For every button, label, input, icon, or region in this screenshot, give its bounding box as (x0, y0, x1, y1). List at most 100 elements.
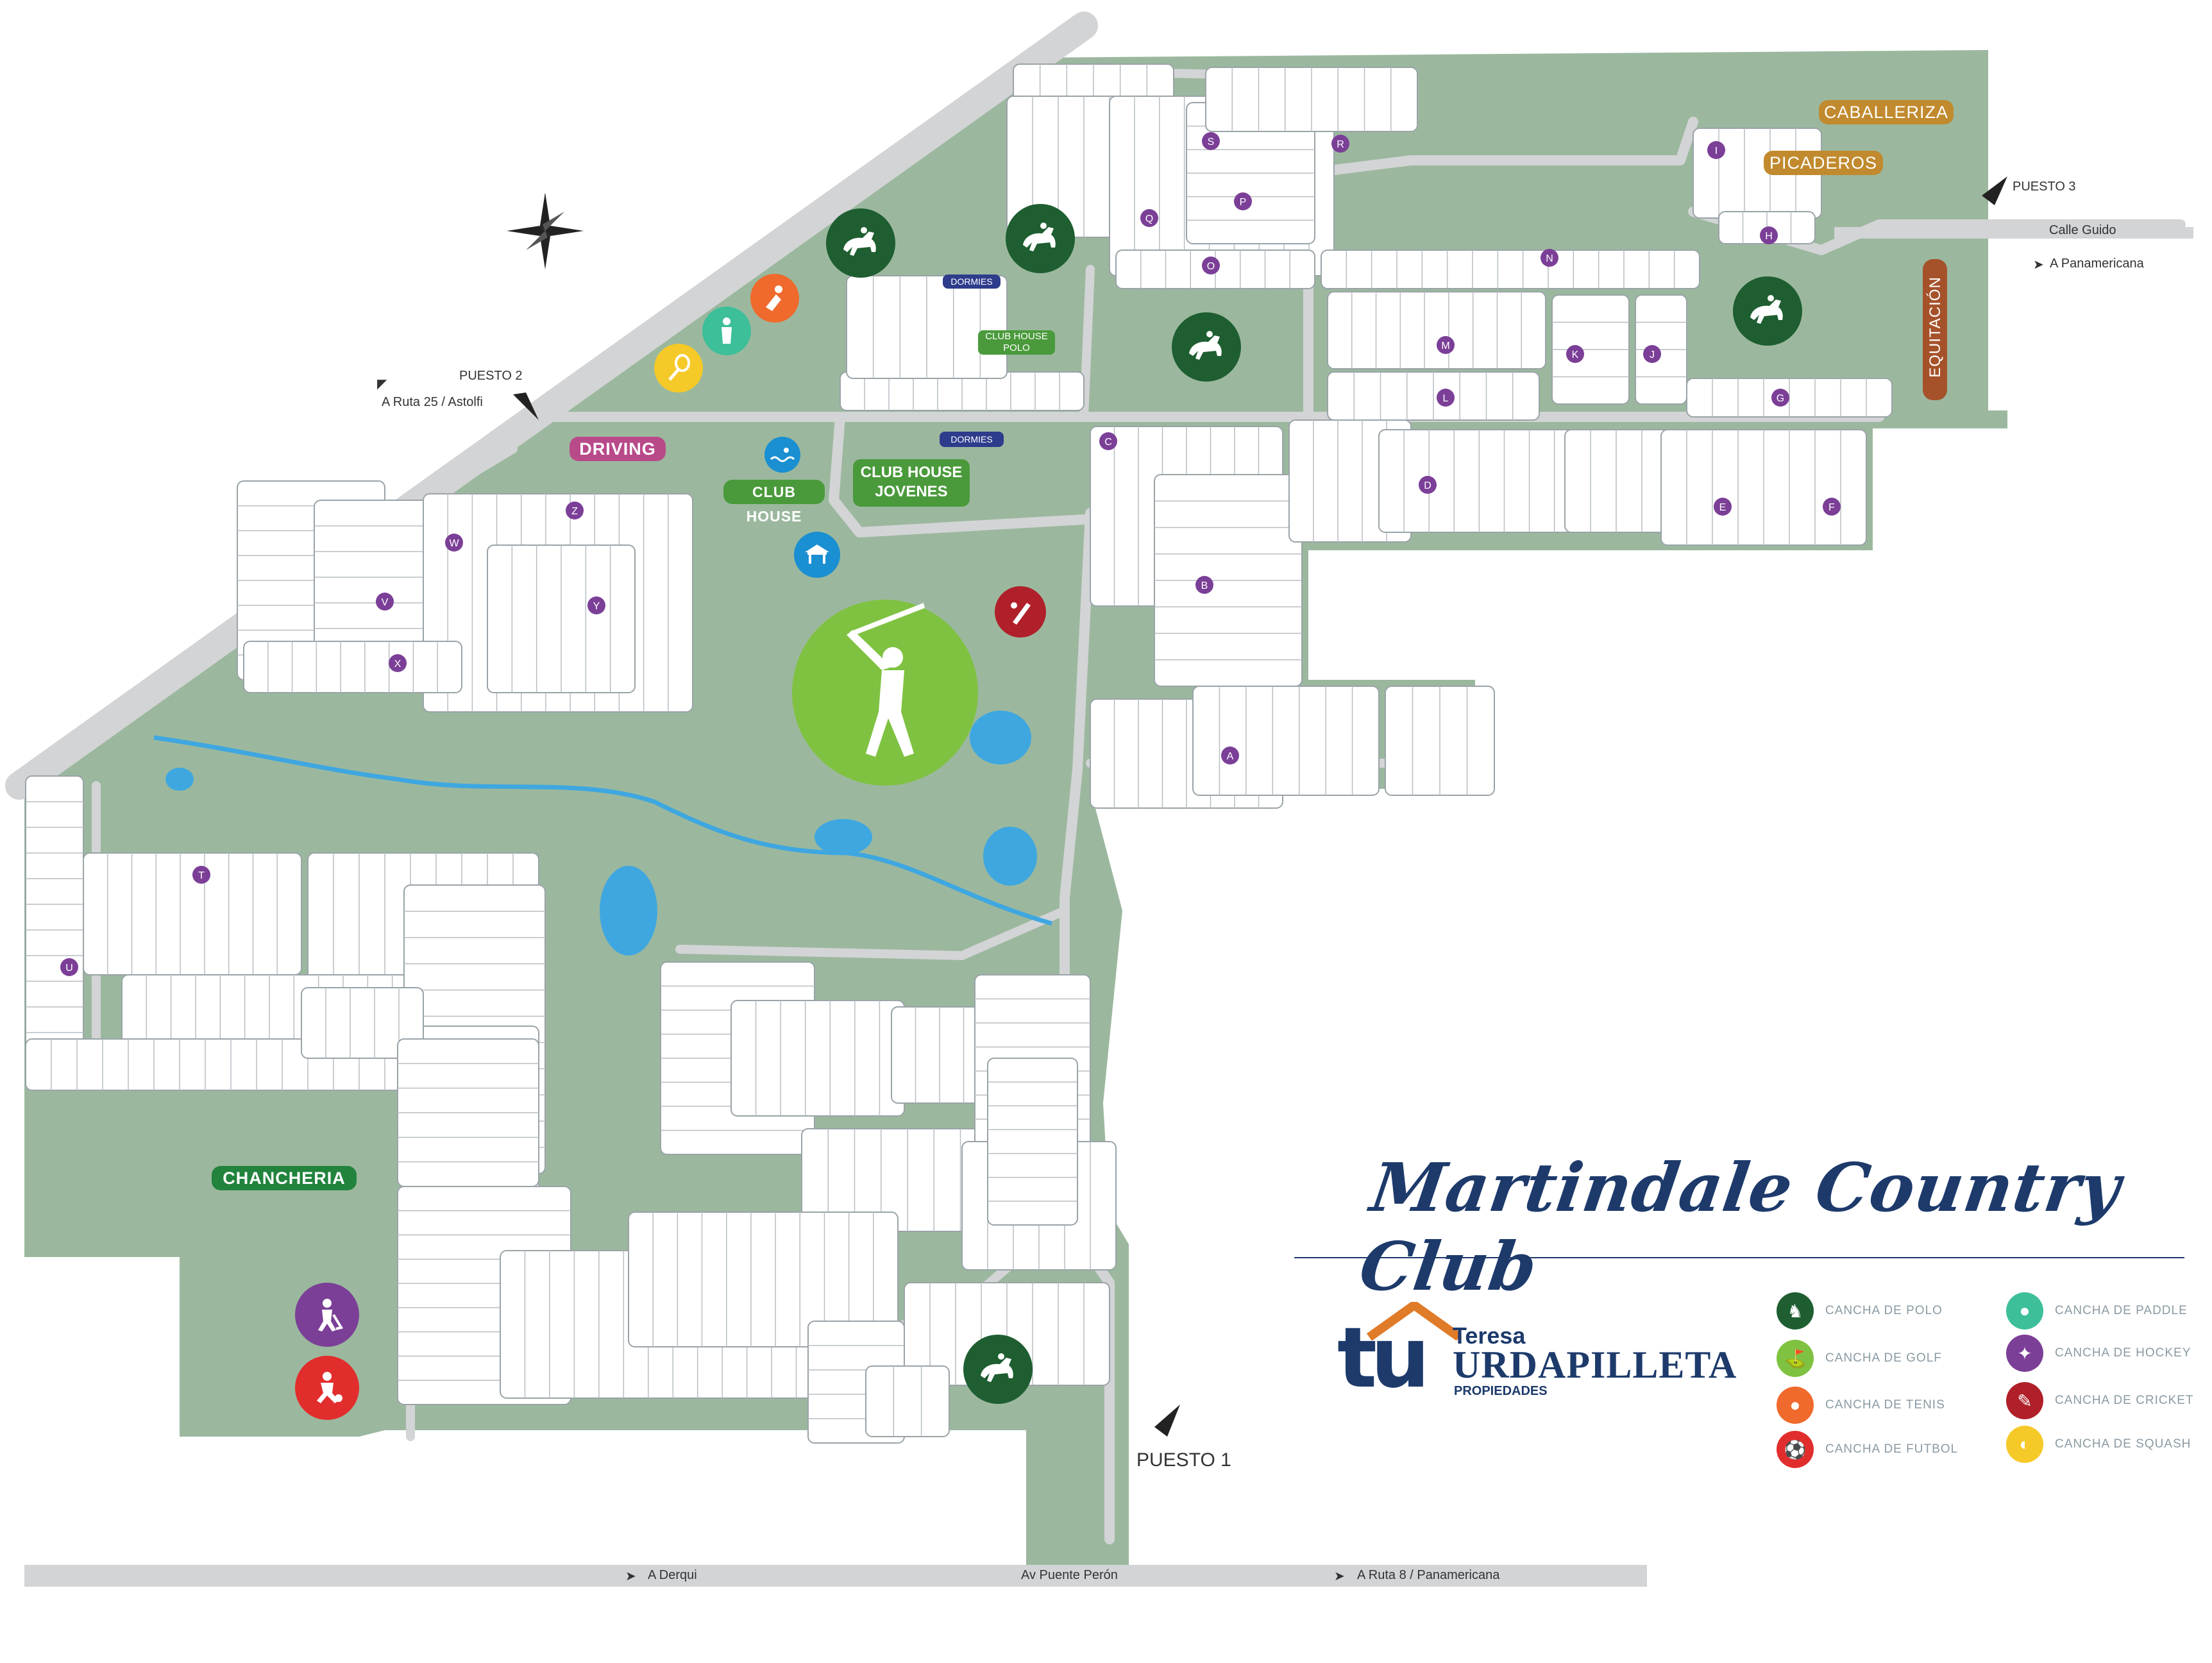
lot-block (730, 1000, 905, 1117)
ruta8-label: A Ruta 8 / Panamericana (1357, 1568, 1500, 1582)
sector-marker-dot (1714, 498, 1732, 516)
puesto3-label: PUESTO 3 (2013, 180, 2076, 194)
driving-range-label: DRIVING (570, 437, 666, 461)
sector-marker-dot (1760, 226, 1778, 244)
sector-marker-dot (1437, 389, 1455, 407)
sector-marker-label: U (65, 963, 73, 974)
sector-marker-label: Y (593, 601, 600, 612)
sector-marker-label: V (382, 597, 389, 608)
panamericana-label: A Panamericana (2050, 257, 2144, 271)
sector-marker-label: M (1441, 341, 1449, 351)
sector-marker-label: G (1777, 393, 1784, 404)
sector-marker-label: A (1227, 751, 1234, 762)
sector-marker-dot (445, 534, 463, 552)
polo-field-icon (1172, 312, 1241, 382)
water-bodies (153, 711, 1052, 956)
sector-marker-dot (1643, 345, 1661, 363)
lot-block (301, 987, 424, 1059)
brand-roof-icon (1366, 1302, 1459, 1340)
lot-block (865, 1365, 950, 1437)
club-house-jovenes-line2: JOVENES (875, 483, 948, 500)
sector-marker-label: P (1240, 197, 1247, 208)
club-title: Martindale Country Club (1355, 1148, 2126, 1306)
sector-marker-dot (1823, 498, 1841, 516)
puesto2-arrow-icon (513, 393, 539, 420)
polo-field-icon (963, 1335, 1033, 1404)
sector-marker-label: W (449, 538, 459, 549)
legend-item: ◐ CANCHA DE SQUASH (2006, 1425, 2191, 1464)
ruta25-arrow-icon: ◤ (377, 377, 387, 391)
legend-glyph: ◐ (2019, 1434, 2030, 1454)
golf-icon: ⛳ (1777, 1340, 1814, 1377)
panamericana-arrow-icon: ➤ (2033, 258, 2044, 272)
hockey-icon: ✦ (2006, 1335, 2043, 1372)
legend-item: ♞CANCHA DE POLO (1777, 1292, 1943, 1330)
brand-subtitle: PROPIEDADES (1454, 1384, 1548, 1398)
sector-marker-dot (389, 654, 407, 672)
club-house-polo-line2: POLO (1003, 342, 1030, 353)
legend-item: ⚽ CANCHA DE FUTBOL (1777, 1430, 1958, 1469)
legend-item: ✎ CANCHA DE CRICKET (2006, 1381, 2194, 1420)
ruta25-label: A Ruta 25 / Astolfi (382, 395, 483, 409)
legend-glyph: ⛳ (1784, 1348, 1807, 1369)
legend-glyph: ● (1789, 1395, 1801, 1415)
dormies-polo-label: DORMIES (943, 274, 1000, 289)
legend-label: CANCHA DE SQUASH (2055, 1437, 2191, 1451)
sector-marker-label: Z (571, 506, 578, 517)
polo-icon: ♞ (1777, 1292, 1814, 1330)
lot-block (25, 775, 84, 1059)
legend-label: CANCHA DE HOCKEY (2055, 1346, 2191, 1360)
puesto1-arrow-icon (1154, 1405, 1180, 1437)
derqui-arrow-icon: ➤ (625, 1569, 636, 1583)
club-house-label: CLUB HOUSE (723, 480, 825, 525)
brand-first-name: Teresa (1453, 1322, 1526, 1349)
legend-label: CANCHA DE TENIS (1825, 1398, 1945, 1412)
sector-marker-label: O (1207, 261, 1215, 272)
brand-mark: tu (1337, 1309, 1430, 1406)
swimming-pool-icon (764, 437, 800, 473)
sector-marker-label: D (1424, 480, 1431, 491)
chancheria-label: CHANCHERIA (212, 1166, 357, 1190)
sector-marker-label: I (1715, 146, 1718, 156)
golfer-silhouette (847, 603, 925, 757)
cricket-icon: ✎ (2006, 1382, 2043, 1419)
sector-marker-dot (1437, 336, 1455, 354)
club-house-polo-label: CLUB HOUSE POLO (978, 330, 1055, 355)
sector-marker-dot (587, 596, 605, 614)
sector-marker-dot (1331, 135, 1349, 153)
legend-glyph: ♞ (1787, 1301, 1803, 1321)
sector-marker-dot (1234, 192, 1252, 210)
sector-marker-label: F (1828, 502, 1835, 513)
sector-marker-dot (1771, 389, 1789, 407)
brand-logo: tu Teresa URDAPILLETA PROPIEDADES (1337, 1302, 1736, 1406)
sector-marker-label: R (1337, 139, 1344, 150)
picaderos-label: PICADEROS (1764, 151, 1883, 175)
sector-marker-dot (1541, 249, 1558, 267)
legend-glyph: ● (2019, 1301, 2030, 1321)
sector-marker-label: K (1572, 350, 1579, 360)
squash-icon: ◐ (2006, 1426, 2043, 1463)
sector-marker-dot (1099, 432, 1117, 450)
cricket-field-icon (995, 586, 1046, 637)
legend-item: ●CANCHA DE PADDLE (2006, 1292, 2188, 1330)
puesto3-arrow-icon (1982, 176, 2007, 205)
derqui-label: A Derqui (648, 1568, 697, 1582)
sector-marker-label: L (1443, 393, 1449, 404)
sector-marker-dot (376, 593, 394, 611)
sector-marker-dot (1566, 345, 1584, 363)
calle-guido-label: Calle Guido (2049, 223, 2116, 237)
dormies-label: DORMIES (940, 432, 1004, 447)
tennis-icon: ● (1777, 1387, 1814, 1424)
sector-marker-label: B (1201, 580, 1208, 591)
legend-label: CANCHA DE FUTBOL (1825, 1442, 1959, 1456)
legend-item: ● CANCHA DE TENIS (1777, 1386, 1945, 1424)
sector-marker-label: S (1208, 137, 1215, 148)
lot-block (1327, 291, 1546, 369)
legend-label: CANCHA DE CRICKET (2055, 1394, 2194, 1407)
legend-glyph: ⚽ (1784, 1439, 1807, 1460)
sector-marker-dot (1195, 576, 1213, 594)
lot-blocks (25, 63, 1893, 1444)
sector-marker-dot (192, 866, 210, 884)
hockey-field-icon (295, 1283, 359, 1347)
av-puente-peron (24, 1565, 1647, 1587)
